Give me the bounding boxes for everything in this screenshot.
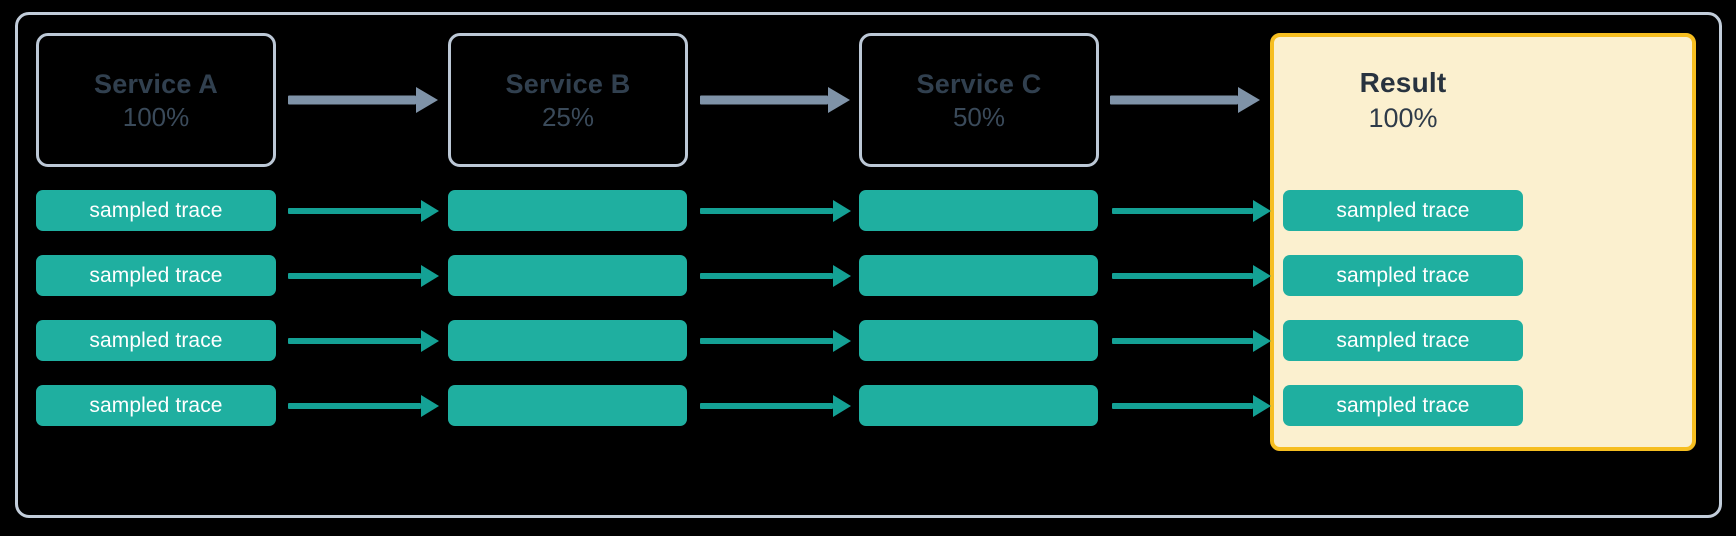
trace-chip-label: sampled trace — [1336, 329, 1470, 352]
stage-box-result[interactable]: Result 100% — [1283, 33, 1523, 167]
trace-chip[interactable]: sampled trace — [1283, 320, 1523, 361]
trace-chip[interactable] — [859, 320, 1098, 361]
trace-chip[interactable] — [859, 255, 1098, 296]
trace-chip-label: sampled trace — [1336, 394, 1470, 417]
trace-chip-label: sampled trace — [1336, 264, 1470, 287]
trace-chip[interactable] — [448, 255, 687, 296]
diagram-outer-frame — [15, 12, 1722, 518]
trace-chip-label: sampled trace — [89, 264, 223, 287]
stage-percent-service-c: 50% — [952, 101, 1006, 132]
stage-title-service-c: Service C — [916, 68, 1042, 99]
trace-chip[interactable] — [859, 385, 1098, 426]
stage-box-service-b[interactable]: Service B 25% — [448, 33, 688, 167]
trace-chip-label: sampled trace — [89, 329, 223, 352]
stage-title-service-a: Service A — [94, 68, 218, 99]
trace-chip[interactable]: sampled trace — [36, 190, 276, 231]
stage-box-service-c[interactable]: Service C 50% — [859, 33, 1099, 167]
result-highlight-panel — [1270, 33, 1696, 451]
stage-title-result: Result — [1359, 66, 1447, 98]
trace-chip-label: sampled trace — [89, 199, 223, 222]
trace-chip-label: sampled trace — [89, 394, 223, 417]
trace-chip[interactable]: sampled trace — [1283, 385, 1523, 426]
stage-percent-service-b: 25% — [541, 101, 595, 132]
trace-chip[interactable] — [448, 385, 687, 426]
stage-percent-result: 100% — [1368, 102, 1438, 133]
trace-chip[interactable] — [448, 320, 687, 361]
trace-chip[interactable]: sampled trace — [36, 320, 276, 361]
stage-box-service-a[interactable]: Service A 100% — [36, 33, 276, 167]
trace-chip[interactable] — [859, 190, 1098, 231]
trace-chip[interactable] — [448, 190, 687, 231]
trace-chip[interactable]: sampled trace — [36, 255, 276, 296]
trace-chip[interactable]: sampled trace — [1283, 190, 1523, 231]
trace-chip[interactable]: sampled trace — [36, 385, 276, 426]
trace-chip[interactable]: sampled trace — [1283, 255, 1523, 296]
stage-title-service-b: Service B — [505, 68, 631, 99]
trace-chip-label: sampled trace — [1336, 199, 1470, 222]
stage-percent-service-a: 100% — [122, 101, 190, 132]
